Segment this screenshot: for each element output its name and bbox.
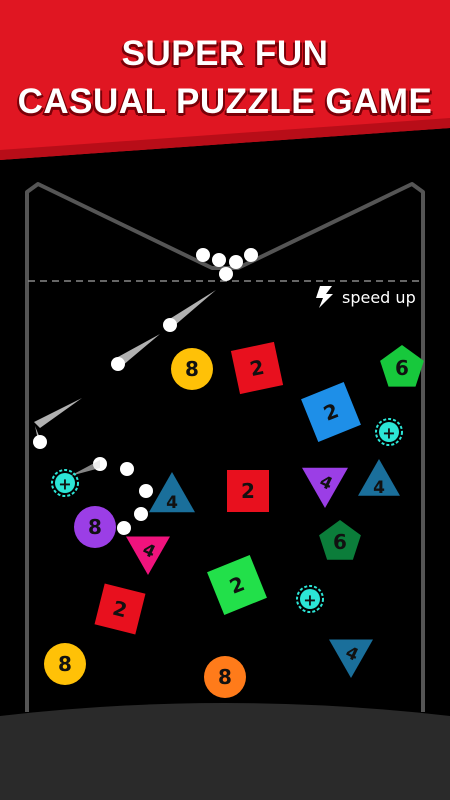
ball-trail [168,290,216,326]
promo-banner [0,0,450,160]
add-ball-powerup: + [51,469,79,497]
add-ball-powerup: + [296,585,324,613]
plus-icon: + [303,591,316,610]
block-value: 4 [373,478,385,498]
block-value: 6 [333,530,347,554]
plus-icon: + [58,475,71,494]
block-shape [301,382,361,442]
pentagon-block: 6 [380,345,424,387]
block-shape [94,583,146,635]
ball [139,484,153,498]
triangle-block: 4 [329,639,373,678]
block-shape [171,348,213,390]
block-value: 8 [88,515,102,539]
powerup-ring [51,469,79,497]
headline-line-1: SUPER FUN [121,34,329,73]
block-shape [207,555,267,615]
triangle-block: 4 [149,472,195,513]
ball [244,248,258,262]
block-value: 8 [218,665,232,689]
block-shape [380,345,424,387]
powerup-core [379,422,399,442]
ball-trail [34,398,82,428]
launcher-ball-cluster [196,248,258,281]
pentagon-block: 6 [319,520,361,560]
plus-icon: + [382,424,395,443]
block-shape [319,520,361,560]
ball [134,507,148,521]
triangle-block: 4 [358,459,400,498]
add-ball-powerup: + [375,418,403,446]
block-shape [44,643,86,685]
ball [111,357,125,371]
ball [163,318,177,332]
headline-line-2: CASUAL PUZZLE GAME [17,82,433,121]
block-shape [74,506,116,548]
ball [229,255,243,269]
circle-block: 8 [74,506,116,548]
block-shape [230,341,284,395]
circle-block: 8 [171,348,213,390]
powerup-ring [296,585,324,613]
powerup-core [300,589,320,609]
ball [219,267,233,281]
speed-up-label: speed up [342,287,416,307]
block-value: 8 [185,357,199,381]
block-shape [227,470,269,512]
block-shape [149,472,195,513]
block-value: 2 [248,355,267,381]
square-block: 2 [94,583,146,635]
ball [196,248,210,262]
ball-trail [70,460,100,476]
block-shape [126,536,170,575]
powerup-ring [375,418,403,446]
banner-shading [0,118,450,160]
square-block: 2 [230,341,284,395]
lightning-bolt-icon [316,286,333,308]
ball [33,435,47,449]
square-block: 2 [227,470,269,512]
block-value: 2 [241,479,255,503]
triangle-block: 4 [126,536,170,575]
ball [212,253,226,267]
block-value: 4 [166,493,178,513]
promo-headline: SUPER FUN CASUAL PUZZLE GAME [0,30,450,126]
speed-up-button[interactable]: speed up [314,285,416,309]
square-block: 2 [301,382,361,442]
block-shape [329,639,373,678]
circle-block: 8 [44,643,86,685]
board-floor [0,703,450,800]
block-shape [204,656,246,698]
ball [117,521,131,535]
block-value: 2 [110,596,129,623]
ball-trails [33,290,216,535]
ball-trail [116,334,160,366]
block-value: 8 [58,652,72,676]
ball [120,462,134,476]
triangle-block: 4 [302,467,348,508]
square-block: 2 [207,555,267,615]
bonus-layer: + + + [51,418,403,613]
block-shape [358,459,400,496]
block-value: 6 [395,356,409,380]
powerup-core [55,473,75,493]
block-shape [302,467,348,508]
banner-background [0,0,450,160]
circle-block: 8 [204,656,246,698]
